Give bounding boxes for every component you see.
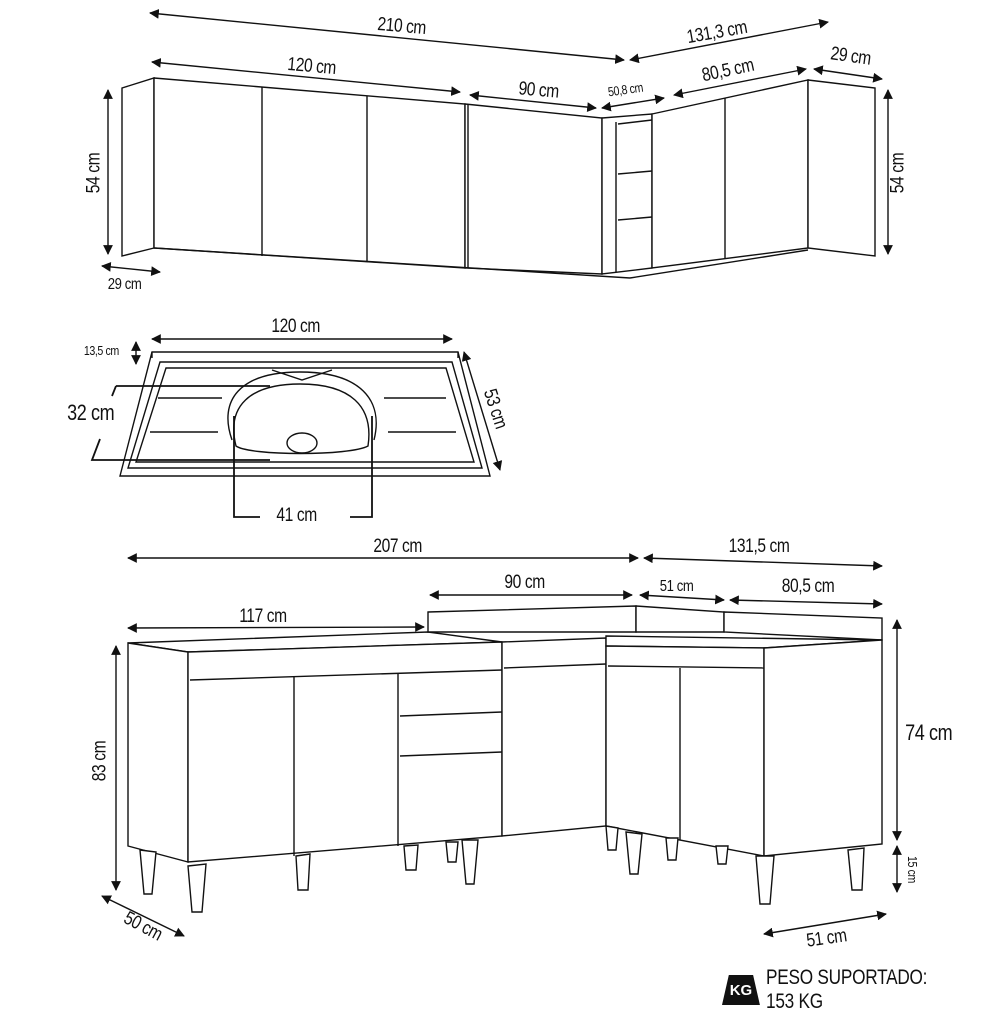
leg-height-label: 15 cm <box>904 856 920 883</box>
lower-section3-label: 80,5 cm <box>781 576 835 597</box>
sink-bowl-depth-label: 32 cm <box>67 400 115 425</box>
sink-outline <box>119 351 491 477</box>
upper-depth-left-label: 29 cm <box>107 276 142 293</box>
lower-section2-label: 90 cm <box>504 572 545 593</box>
sink-bowl-width-label: 41 cm <box>276 505 317 526</box>
lower-total-right-label: 131,5 cm <box>728 536 790 557</box>
lower-corner-label: 51 cm <box>659 578 694 595</box>
lower-section1-label: 117 cm <box>239 606 287 627</box>
weight-capacity-label: PESO SUPORTADO: 153 KG <box>765 966 928 1013</box>
lower-cabinets-outline <box>127 605 883 913</box>
lower-height-left-label: 83 cm <box>89 740 111 782</box>
lower-height-right-label: 74 cm <box>905 720 953 745</box>
weight-capacity: KG PESO SUPORTADO: 153 KG <box>722 966 1000 1014</box>
upper-height-right-label: 54 cm <box>887 152 909 194</box>
weight-kg-icon: KG <box>722 975 760 1005</box>
upper-height-left-label: 54 cm <box>83 152 105 194</box>
sink-width-label: 120 cm <box>271 316 320 337</box>
lower-total-left-label: 207 cm <box>373 536 422 557</box>
upper-cabinets-outline <box>121 77 876 279</box>
upper-section2-label: 90 cm <box>517 78 560 103</box>
sink-backsplash-label: 13,5 cm <box>83 343 119 358</box>
upper-total-left-label: 210 cm <box>376 13 427 40</box>
upper-section1-label: 120 cm <box>286 53 337 80</box>
